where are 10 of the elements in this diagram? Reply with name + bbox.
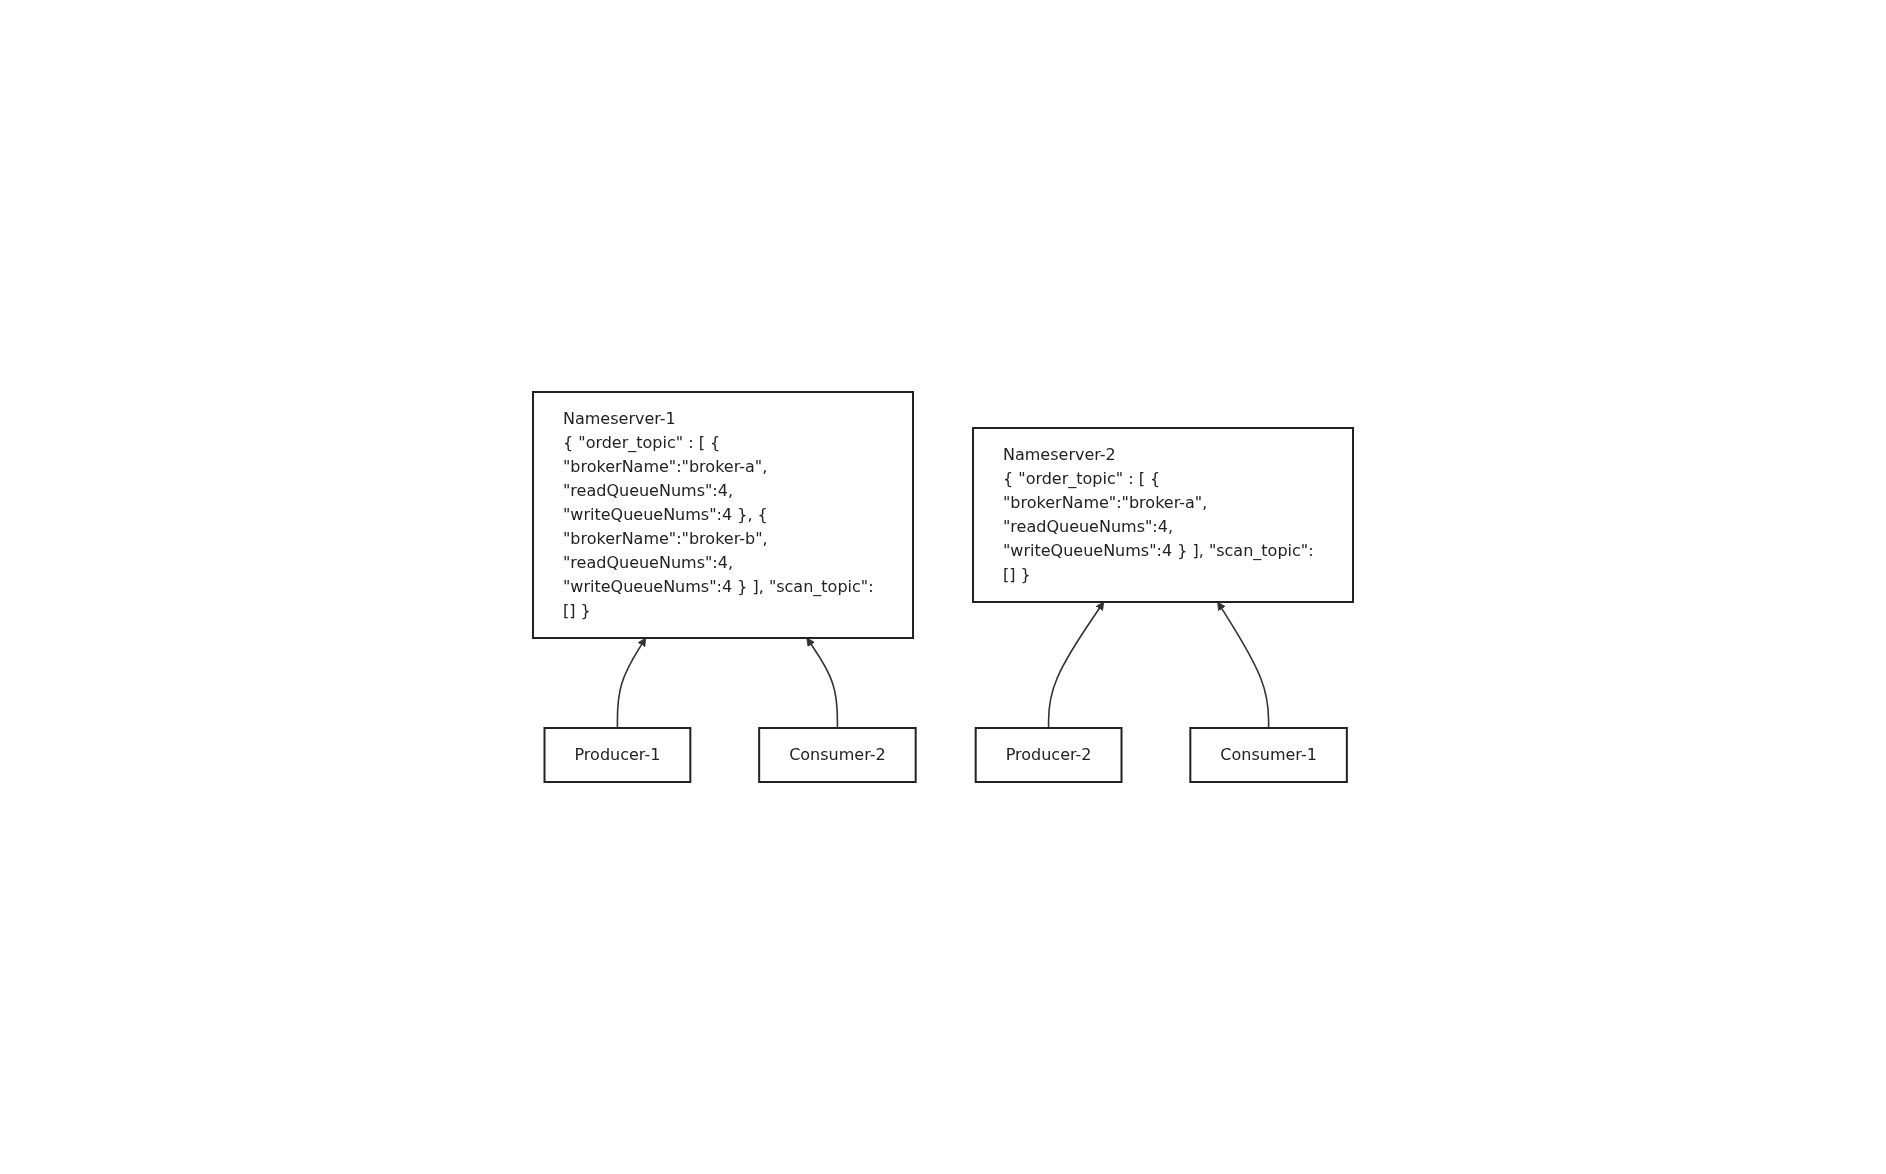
node-box: Producer-2 — [974, 727, 1123, 783]
node-box: Nameserver-2 { "order_topic" : [ { "brokerName":"broker-a", "readQueueNums":4, "writeQueueNums":4 } ], "scan_topic":[] } — [972, 427, 1354, 603]
node-box: Consumer-1 — [1189, 727, 1348, 783]
node-box: Consumer-2 — [758, 727, 917, 783]
node-box: Producer-1 — [543, 727, 692, 783]
arrow — [1047, 601, 1105, 729]
arrow — [616, 637, 647, 729]
arrow — [806, 637, 839, 729]
arrow — [1217, 601, 1270, 729]
node-box: Nameserver-1 { "order_topic" : [ { "brokerName":"broker-a", "readQueueNums":4, "writeQueueNums":4 }, { "brokerName":"broker-b", "readQueueNums":4, "writeQueueNums":4 } ], "scan_topic":[] } — [532, 391, 914, 639]
